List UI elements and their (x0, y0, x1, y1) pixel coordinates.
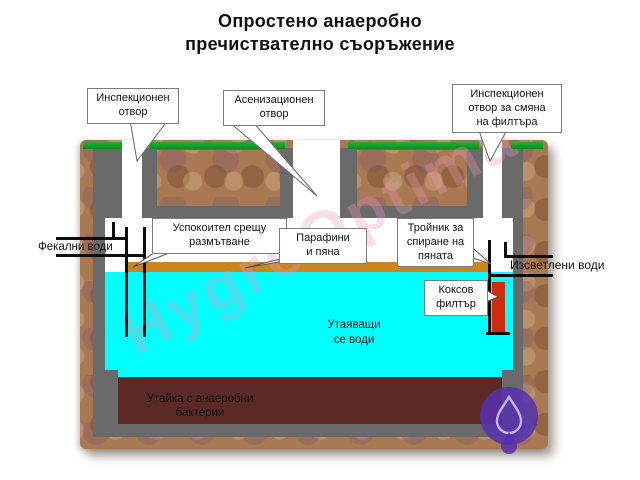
baffle-pipe-left-line (125, 227, 128, 337)
inlet-pipe-bottom-line (56, 254, 145, 257)
label-outlet-water: Изсветлени води (510, 258, 605, 272)
filter-change-opening-shaft (483, 140, 502, 218)
inlet-pipe-stub (112, 222, 115, 240)
label-settling-water: Утаяващи се води (327, 319, 381, 346)
pointer-septic-opening (227, 121, 318, 197)
callout-filter-change-opening: Инспекционен отвор за смяна на филтъра (452, 84, 562, 134)
callout-anti-stir-baffle: Успокоител срещу размътване (152, 218, 287, 254)
callout-septic-opening: Асенизационен отвор (223, 90, 325, 126)
grass-strip-left (83, 142, 122, 149)
grass-strip-right (511, 142, 543, 149)
baffle-pipe-right-line (143, 227, 146, 337)
cover-slab-soil-left (157, 150, 280, 206)
outlet-pipe-top-line (504, 255, 553, 258)
callout-inspection-opening: Инспекционен отвор (87, 88, 179, 124)
coke-filter-body (492, 282, 505, 332)
label-inlet-water: Фекални води (38, 241, 113, 253)
logo-drop-tail-icon (501, 432, 517, 454)
callout-foam-stop-tee: Тройник за спиране на пяната (397, 218, 474, 268)
callout-paraffins-foam: Парафини и пяна (279, 228, 367, 264)
anaerobic-sludge-zone (118, 377, 502, 424)
grass-strip-slab1 (150, 142, 285, 149)
outlet-tee-pipe (488, 240, 491, 335)
paraffin-foam-layer (126, 262, 488, 272)
pointer-inspection-opening (129, 119, 170, 163)
coke-filter-bottom-line (486, 332, 510, 335)
page-title: Опростено анаеробно пречиствателно съоръ… (185, 11, 455, 55)
outlet-pipe-bottom-line (488, 274, 553, 277)
cover-slab-soil-right (357, 150, 467, 206)
inlet-pipe-top-line (56, 237, 127, 240)
brand-drop-logo (480, 387, 538, 454)
grass-strip-slab2 (348, 142, 479, 149)
label-sludge: Утайка с анаеробни бактерии (146, 393, 254, 420)
logo-circle (480, 387, 538, 445)
callout-coke-filter: Коксов филтър (424, 280, 488, 316)
wall-step-bottom-left (105, 370, 118, 424)
outlet-pipe-stub (504, 242, 507, 258)
